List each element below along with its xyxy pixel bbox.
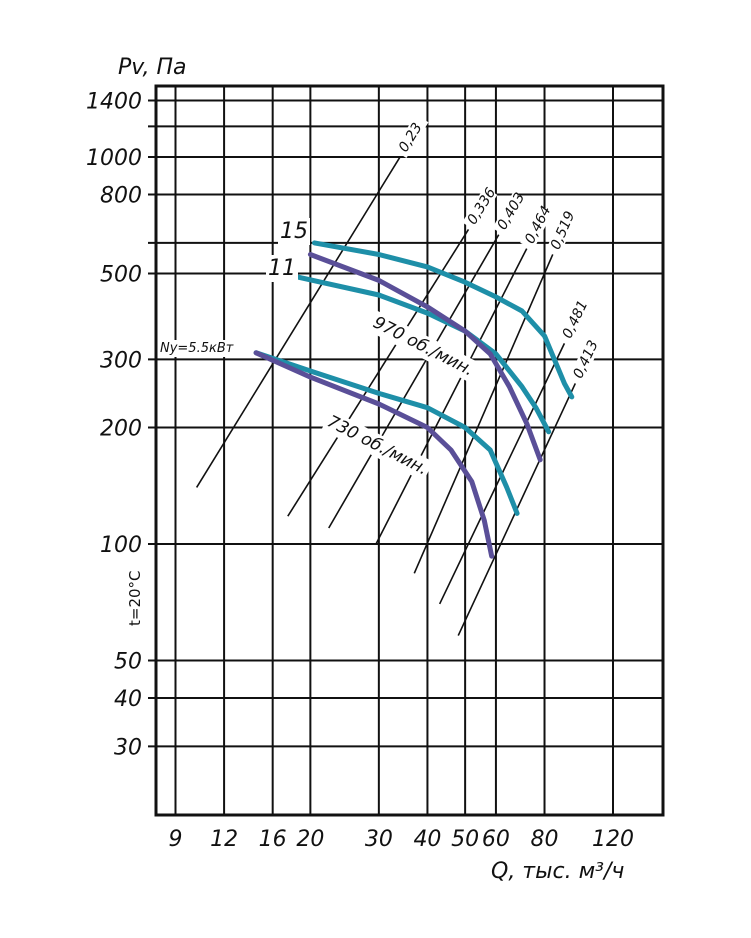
efficiency-line: [195, 156, 401, 488]
y-axis-title: Pv, Па: [118, 55, 187, 80]
curve-series-2: [307, 252, 543, 463]
efficiency-label-bg: [557, 299, 590, 345]
y-tick-label: 40: [114, 687, 142, 712]
y-tick-label: 500: [100, 263, 142, 288]
speed-label-970: 970 об./мин.: [370, 313, 477, 381]
x-tick-label: 40: [413, 827, 441, 852]
efficiency-label: 0,403: [494, 190, 528, 233]
efficiency-label: 0,519: [548, 209, 579, 252]
y-tick-label: 1400: [86, 90, 142, 115]
x-axis-title: Q, тыс. м³/ч: [491, 859, 624, 884]
y-tick-label: 300: [100, 348, 142, 373]
y-tick-label: 1000: [86, 146, 142, 171]
x-tick-label: 120: [592, 827, 634, 852]
y-tick-label: 200: [100, 417, 142, 442]
y-tick-label: 800: [100, 184, 142, 209]
power-label-11: 11: [268, 256, 296, 281]
efficiency-label-bg: [568, 339, 601, 385]
x-tick-label: 60: [482, 827, 510, 852]
y-tick-label: 100: [100, 533, 142, 558]
x-tick-label: 16: [259, 827, 287, 852]
power-label-15: 15: [280, 219, 308, 244]
x-tick-label: 30: [365, 827, 393, 852]
x-tick-label: 20: [296, 827, 324, 852]
lbl-970-bg: [367, 310, 480, 383]
temperature-label: t=20°C: [126, 570, 144, 626]
curve-series-4: [253, 350, 495, 559]
x-tick-label: 50: [451, 827, 479, 852]
curves: [253, 240, 575, 559]
curve-series-3: [253, 350, 520, 516]
efficiency-label-bg: [492, 191, 527, 236]
plot-frame: [154, 84, 665, 817]
y-tick-label: 30: [114, 735, 142, 760]
power-label-5-5: Ny=5.5кВт: [160, 341, 234, 356]
x-tick-label: 9: [169, 827, 183, 852]
grid: [148, 86, 663, 815]
x-tick-label: 12: [210, 827, 238, 852]
lbl-55-bg: [158, 340, 236, 357]
curve-series-0: [312, 240, 575, 400]
lbl-15-bg: [278, 218, 310, 245]
y-tick-label: 50: [114, 649, 142, 674]
efficiency-label-bg: [393, 114, 429, 159]
lbl-730-bg: [321, 409, 434, 482]
lbl-11-bg: [266, 255, 298, 282]
efficiency-label: 0,481: [560, 298, 592, 341]
efficiency-label-bg: [520, 205, 553, 250]
efficiency-label: 0,336: [464, 185, 499, 228]
x-tick-label: 80: [531, 827, 559, 852]
efficiency-line: [413, 254, 554, 574]
y-tick-labels: 30 40 50 100 200 300 500 800 1000 1400: [86, 90, 142, 761]
efficiency-label-bg: [546, 210, 577, 256]
efficiency-label-bg: [462, 186, 498, 231]
efficiency-line: [287, 229, 470, 517]
